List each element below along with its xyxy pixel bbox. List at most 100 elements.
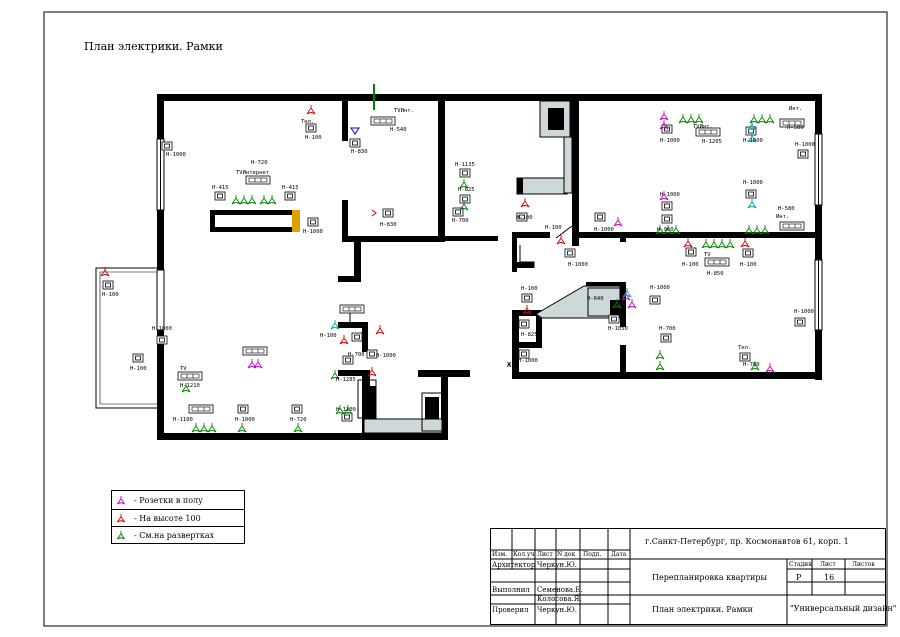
stamp-address: г.Санкт-Петербург, пр. Космонавтов 61, к… — [645, 537, 849, 546]
stamp-sheet: 16 — [824, 573, 835, 582]
stamp-col: Подп. — [583, 551, 602, 558]
stamp-sheets-label: Листов — [852, 561, 875, 568]
stamp-col: Лист — [537, 551, 553, 558]
label: Н-580 — [787, 125, 804, 131]
label: Н-1000 — [166, 152, 186, 158]
label: Н-1000 — [376, 353, 396, 359]
legend-label: - На высоте 100 — [134, 514, 201, 523]
label: Н-1000 — [235, 417, 255, 423]
stamp-name: Черкун.Ю. — [537, 606, 577, 614]
label: Н-830 — [351, 149, 368, 155]
label: Н-100 — [305, 135, 322, 141]
label: Н-1000 — [795, 142, 815, 148]
legend-item: - См.на развертках — [112, 526, 244, 544]
label: Н-1000 — [743, 138, 763, 144]
label: Н-1210 — [180, 383, 200, 389]
label: Н-1100 — [173, 417, 193, 423]
sheet-frame — [43, 11, 888, 627]
legend-label: - Розетки в полу — [134, 496, 203, 505]
drawing-title: План электрики. Рамки — [84, 40, 223, 53]
label: Н-700 — [452, 218, 469, 224]
stamp-name: Черкун.Ю. — [537, 561, 577, 569]
label: Н-1135 — [455, 162, 475, 168]
label: Н-1000 — [660, 138, 680, 144]
antenna-icon — [350, 127, 360, 135]
label: Н-1050 — [608, 326, 628, 332]
label: Н-1000 — [650, 285, 670, 291]
label: TV — [180, 366, 187, 372]
stamp-col: Изм. — [492, 551, 508, 558]
stamp-name: Семенова.Е. — [537, 586, 583, 594]
label: Н-960 — [657, 227, 674, 233]
label: Н-1000 — [518, 358, 538, 364]
stamp-col: N док — [557, 551, 576, 558]
kitchen-counter — [210, 210, 300, 232]
label: Н-1000 — [660, 192, 680, 198]
label: Н-700 — [659, 326, 676, 332]
label: Н-580 — [778, 206, 795, 212]
stamp-sheet-title: План электрики. Рамки — [652, 605, 754, 614]
label: Н-100 — [516, 215, 533, 221]
label: Н-100 — [320, 333, 337, 339]
label: TVИнтернет — [236, 170, 269, 176]
stamp-sheet-label: Лист — [820, 561, 836, 568]
label: Н-1000 — [518, 343, 538, 349]
label: Н-850 — [707, 271, 724, 277]
stamp-col: Дата — [611, 551, 627, 558]
label: Н-825 — [458, 187, 475, 193]
stamp-company: "Универсальный дизайн" — [790, 604, 897, 613]
label: Н-720 — [290, 417, 307, 423]
label: Н-100 — [740, 262, 757, 268]
floor-socket-icon — [116, 495, 126, 505]
stamp-role: Проверил — [492, 606, 529, 614]
label: Н-540 — [390, 127, 407, 133]
label: Н-100 — [682, 262, 699, 268]
walls — [157, 94, 822, 440]
height-labels: TVИнт. Н-540 Тел. Н-100 Н-830 Н-1000 Н-7… — [102, 106, 815, 423]
label: Н-640 — [587, 296, 604, 302]
label: Н-1100 — [336, 407, 356, 413]
label: Н-720 — [251, 160, 268, 166]
label: Н-1000 — [152, 326, 172, 332]
stamp-col: Кол.уч — [513, 551, 535, 558]
stamp-name: Колосова.Я. — [537, 595, 582, 603]
label: Инт. — [789, 106, 802, 112]
label: Н-415 — [282, 185, 299, 191]
legend-item: - На высоте 100 — [112, 509, 244, 527]
label: Н-1285 — [336, 377, 356, 383]
title-block: г.Санкт-Петербург, пр. Космонавтов 61, к… — [490, 528, 896, 625]
label: Н-700 — [348, 352, 365, 358]
legend-item: - Розетки в полу — [112, 492, 244, 509]
partition-strip — [338, 322, 364, 328]
label: TVИнт. — [693, 124, 713, 130]
label: Н-825 — [521, 332, 538, 338]
label: Н-100 — [521, 286, 538, 292]
label: Н-1000 — [303, 229, 323, 235]
label: Н-100 — [130, 366, 147, 372]
label: Н-700 — [743, 362, 760, 368]
label: TVИнт. — [394, 108, 414, 114]
legend-label: - См.на развертках — [134, 531, 215, 540]
label: Тел. — [738, 345, 751, 351]
stamp-role: Выполнил — [492, 586, 530, 594]
stamp-role: Архитектор — [492, 561, 536, 569]
label: Н-830 — [380, 222, 397, 228]
ventilation-shafts — [357, 100, 621, 434]
sockets-green — [181, 113, 775, 433]
stamp-stage: Р — [796, 573, 802, 582]
label: Н-1000 — [594, 227, 614, 233]
legend: - Розетки в полу - На высоте 100 - См.на… — [111, 490, 245, 544]
stamp-project: Перепланировка квартиры — [652, 573, 767, 582]
label: Инт. — [776, 214, 789, 220]
label: TV — [704, 252, 711, 258]
socket-elevation-icon — [116, 530, 126, 540]
balcony — [95, 267, 157, 409]
label: Ж — [507, 361, 512, 369]
label: Н-100 — [102, 292, 119, 298]
label: Н-100 — [545, 225, 562, 231]
label: Н-1205 — [702, 139, 722, 145]
title-block-grid — [490, 528, 886, 625]
label: Н-415 — [212, 185, 229, 191]
windows — [156, 133, 823, 331]
